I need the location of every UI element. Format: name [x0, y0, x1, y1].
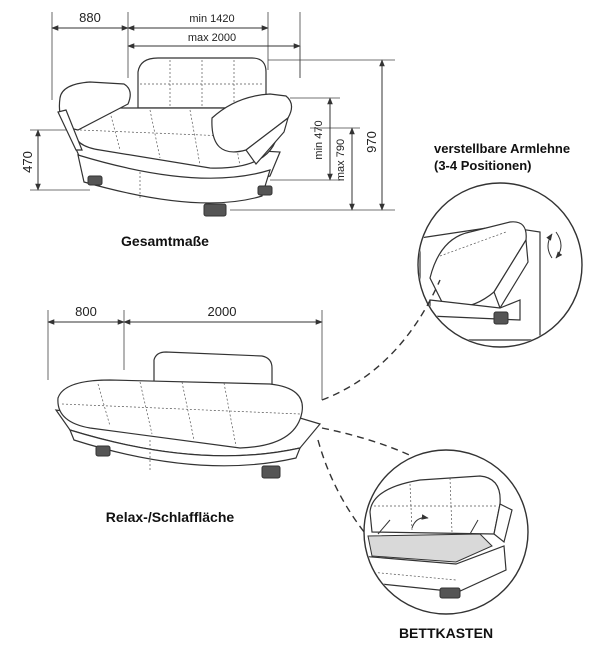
min-width-value: min 1420	[189, 13, 234, 25]
connector-armrest	[321, 279, 441, 401]
sofa-illustration	[57, 57, 293, 217]
sofa-foot	[203, 203, 227, 217]
bed-length-value: 2000	[208, 304, 237, 319]
max-depth-value: max 790	[335, 139, 347, 181]
sofa-foot	[257, 185, 273, 196]
bed-depth-value: 800	[75, 304, 97, 319]
sofa-foot	[87, 175, 103, 186]
bed-area-caption: Relax-/Schlaffläche	[106, 509, 235, 525]
rotate-arrow-icon	[555, 231, 563, 259]
bed-dimension-view: 800 2000 Relax-/Schlaffläche	[47, 304, 323, 525]
lift-arrow-icon	[411, 514, 429, 529]
armrest-caption-line2: (3-4 Positionen)	[434, 158, 532, 173]
armrest-detail-view: verstellbare Armlehne (3-4 Positionen)	[417, 141, 583, 348]
seat-height-value: 470	[20, 151, 35, 173]
min-depth-value: min 470	[313, 120, 325, 159]
sofa-dimension-view: 880 min 1420 max 2000 470 min 470 max 79…	[20, 10, 395, 249]
connector-storage-top	[321, 427, 421, 461]
storage-detail-view: BETTKASTEN	[363, 449, 529, 641]
storage-caption: BETTKASTEN	[399, 625, 493, 641]
overall-dimensions-caption: Gesamtmaße	[121, 233, 209, 249]
total-height-value: 970	[364, 131, 379, 153]
arm-depth-value: 880	[79, 10, 101, 25]
armrest-caption-line1: verstellbare Armlehne	[434, 141, 570, 156]
bed-illustration	[54, 351, 322, 479]
max-width-value: max 2000	[188, 32, 236, 44]
